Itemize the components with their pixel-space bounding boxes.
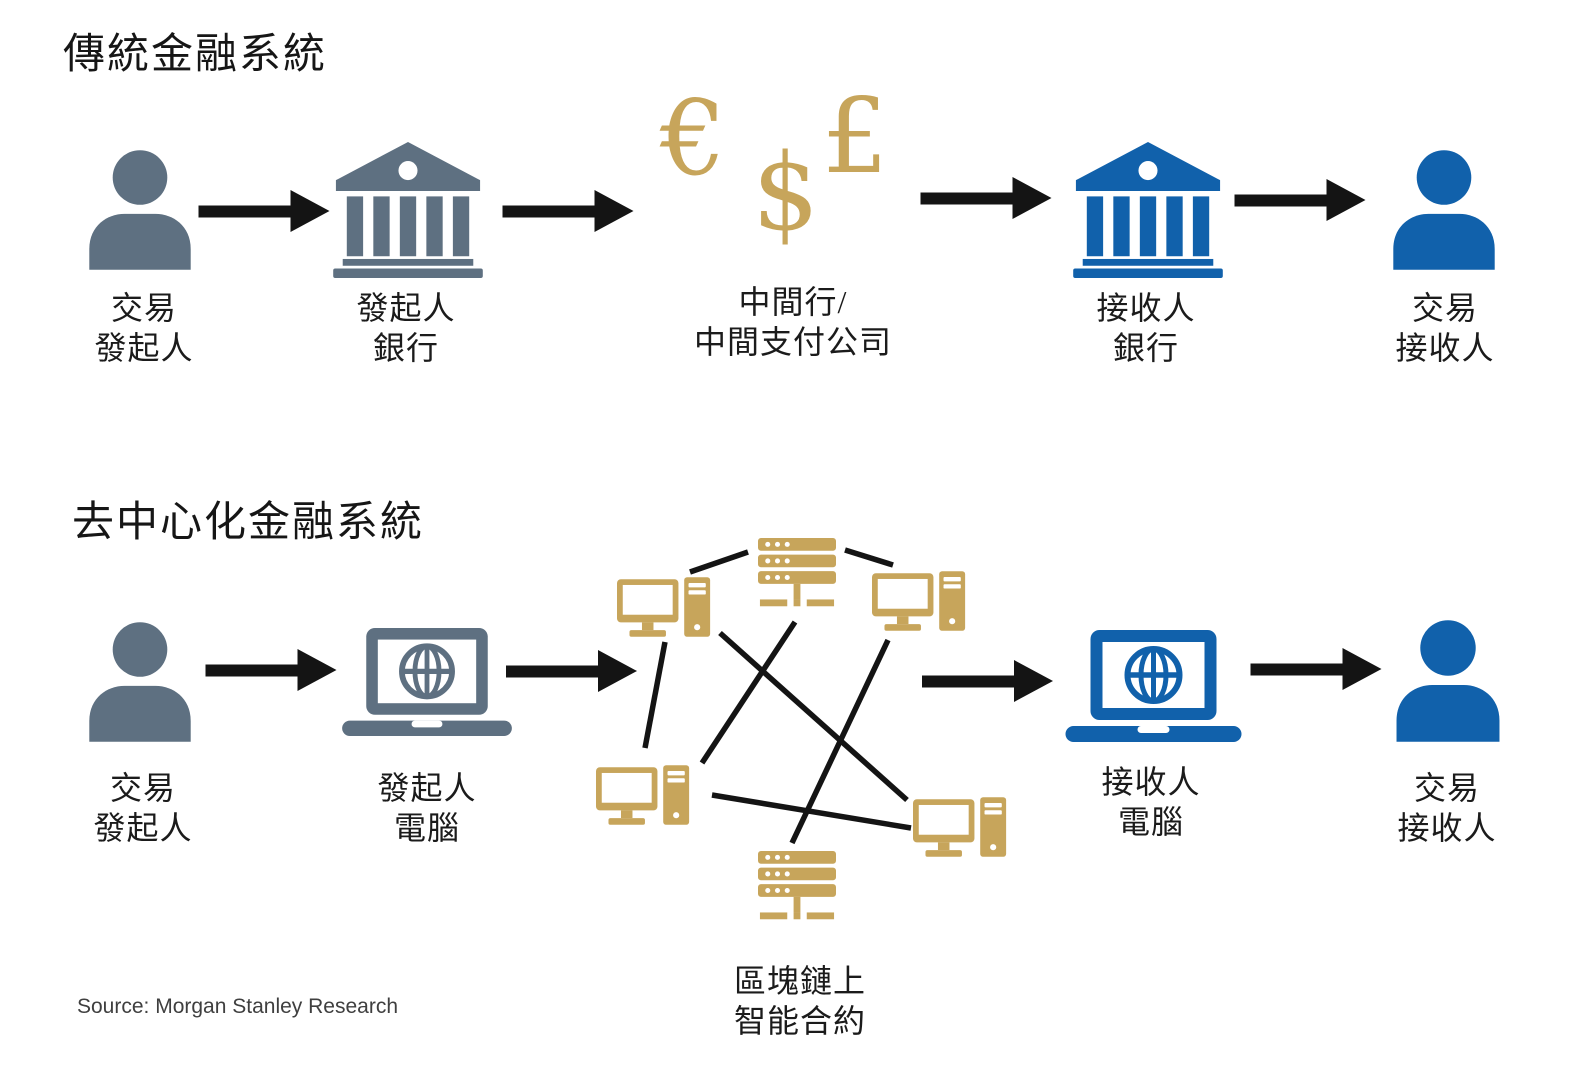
section-title-traditional: 傳統金融系統 <box>63 32 328 78</box>
label-receiver-bank: 接收人 銀行 <box>1096 290 1196 366</box>
laptop-globe-icon <box>337 628 517 736</box>
arrow-right-icon <box>918 176 1055 220</box>
person-icon <box>75 612 205 752</box>
dollar-symbol: $ <box>752 131 820 254</box>
arrow-right-icon <box>198 189 331 233</box>
label-transaction-originator: 交易 發起人 <box>93 770 193 846</box>
server-rack-icon <box>758 851 836 931</box>
bank-icon <box>1073 142 1223 278</box>
source-note: Source: Morgan Stanley Research <box>77 995 398 1018</box>
arrow-right-icon <box>1250 647 1383 691</box>
label-receiver-computer: 接收人 電腦 <box>1101 764 1201 840</box>
euro-symbol: € <box>660 77 727 199</box>
desktop-computer-icon <box>617 577 713 639</box>
pound-symbol: £ <box>822 75 889 197</box>
label-originator-computer: 發起人 電腦 <box>377 770 477 846</box>
section-title-decentralized: 去中心化金融系統 <box>72 500 425 546</box>
arrow-right-icon <box>502 189 635 233</box>
server-rack-icon <box>758 538 836 618</box>
arrow-right-icon <box>1234 178 1367 222</box>
label-blockchain-smart-contract: 區塊鏈上 智能合約 <box>733 963 867 1039</box>
label-transaction-receiver: 交易 接收人 <box>1397 770 1497 846</box>
desktop-computer-icon <box>913 797 1009 859</box>
bank-icon <box>333 142 483 278</box>
person-icon <box>1378 615 1518 747</box>
person-icon <box>1376 145 1512 275</box>
label-originator-bank: 發起人 銀行 <box>356 290 456 366</box>
arrow-right-icon <box>922 659 1054 703</box>
arrow-right-icon <box>205 648 338 692</box>
network-links <box>642 547 912 845</box>
label-intermediary: 中間行/ 中間支付公司 <box>693 284 893 360</box>
desktop-computer-icon <box>596 765 692 827</box>
label-transaction-receiver: 交易 接收人 <box>1395 290 1495 366</box>
laptop-globe-icon <box>1060 630 1247 742</box>
desktop-computer-icon <box>872 571 968 633</box>
person-icon <box>75 142 205 278</box>
label-transaction-originator: 交易 發起人 <box>94 290 194 366</box>
